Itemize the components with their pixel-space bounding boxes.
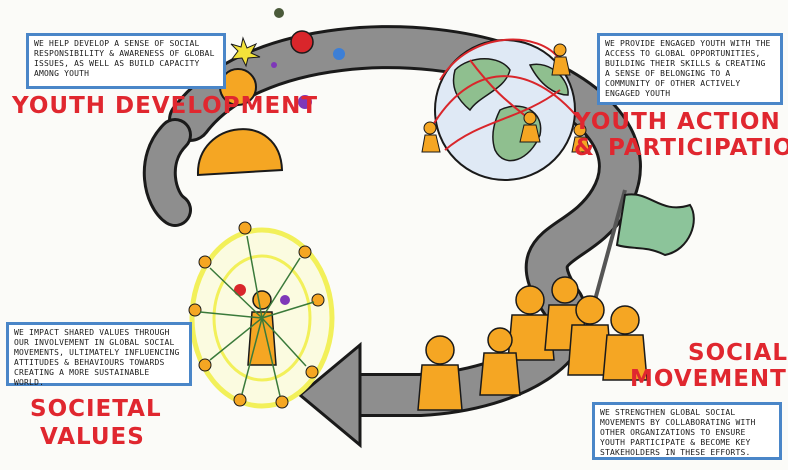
societal-values-title-line1: Societal — [30, 396, 162, 422]
societal-values-description: We impact shared values through our invo… — [6, 322, 192, 386]
bubble-dark — [274, 8, 284, 18]
youth-development-description: We help develop a sense of social respon… — [26, 33, 226, 89]
network-icon — [189, 222, 332, 408]
bubble-small — [271, 62, 277, 68]
social-movements-title-line2: Movements — [630, 366, 788, 392]
bubble-red — [291, 31, 313, 53]
youth-action-description: We provide engaged youth with the access… — [597, 33, 783, 105]
crowd-icon — [418, 277, 647, 410]
societal-values-title-line2: Values — [40, 424, 145, 450]
social-movements-description: We strengthen global social movements by… — [592, 402, 782, 460]
youth-action-title-line2: Participation — [608, 135, 788, 161]
bubble-blue — [333, 48, 345, 60]
social-movements-title-line1: Social — [688, 340, 788, 366]
youth-development-title: Youth Development — [12, 93, 318, 119]
